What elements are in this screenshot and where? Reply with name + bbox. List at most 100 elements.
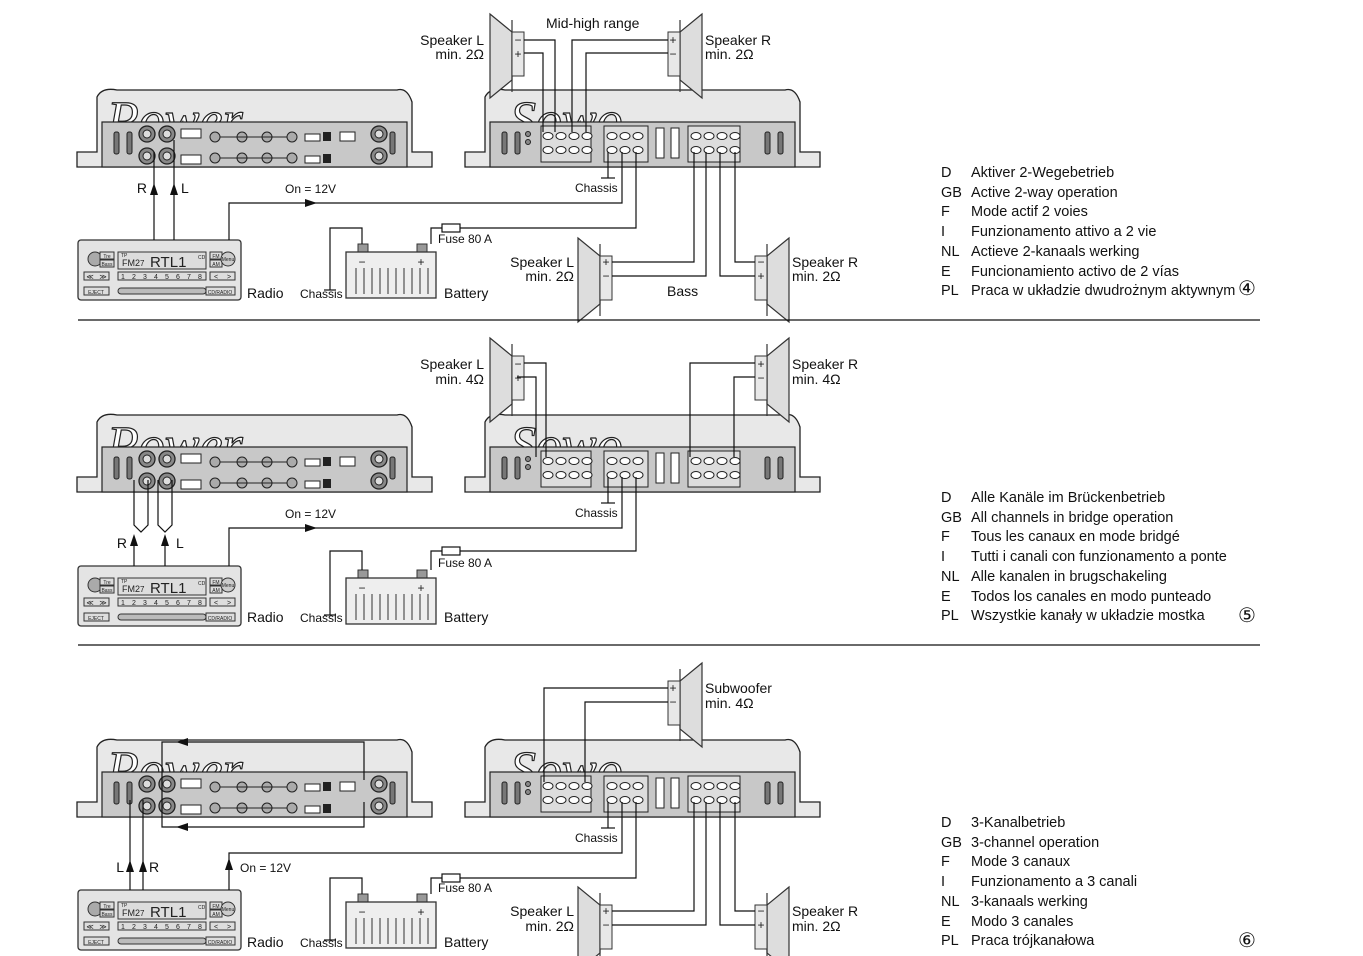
radio-preset-button: 2 xyxy=(132,924,136,931)
minus-terminal-icon: − xyxy=(757,255,764,269)
arrow-icon xyxy=(130,534,138,546)
radio-button-fm: FM xyxy=(212,580,219,586)
radio-preset-button: 8 xyxy=(198,274,202,281)
label-impedance: min. 2Ω xyxy=(435,46,484,62)
label-fuse: Fuse 80 A xyxy=(438,556,492,570)
radio-station: RTL1 xyxy=(150,254,186,271)
label-fuse: Fuse 80 A xyxy=(438,881,492,895)
lang-code: E xyxy=(941,913,951,930)
diagram-number-5: ⑤ xyxy=(1238,605,1256,627)
lang-code: NL xyxy=(941,893,960,910)
label-impedance: min. 2Ω xyxy=(792,918,841,934)
wires xyxy=(129,687,755,941)
diagram-number-6: ⑥ xyxy=(1238,930,1256,952)
lang-code: D xyxy=(941,490,952,506)
amplifier-output-side xyxy=(464,738,821,818)
minus-terminal-icon: − xyxy=(358,905,365,919)
label-speaker: Speaker R xyxy=(792,903,858,919)
label-chassis: Chassis xyxy=(575,181,618,195)
diagram-number-4: ④ xyxy=(1238,278,1256,300)
amplifier-input-side xyxy=(76,88,433,168)
label-speaker: Speaker L xyxy=(510,903,574,919)
arrow-icon xyxy=(305,199,317,207)
radio-button-eject: EJECT xyxy=(88,290,104,296)
label-input-r: R xyxy=(149,859,159,875)
radio-band: FM2 xyxy=(122,908,140,918)
radio-preset-button: 3 xyxy=(143,924,147,931)
legend-text: Funzionamento attivo a 2 vie xyxy=(971,224,1157,241)
radio-button-am: AM xyxy=(212,588,220,594)
radio-button-menu: Menu xyxy=(222,907,235,913)
radio-preset-button: 3 xyxy=(143,274,147,281)
plus-terminal-icon: + xyxy=(514,371,521,385)
legend-text: 3-kanaals werking xyxy=(971,893,1088,910)
minus-terminal-icon: − xyxy=(757,371,764,385)
radio-station: RTL1 xyxy=(150,904,186,921)
wires xyxy=(133,362,755,616)
label-chassis: Chassis xyxy=(300,611,343,625)
radio-button-bass: Bass xyxy=(101,588,113,594)
diagram-4: Mid-high range Speaker L min. 2Ω Speaker… xyxy=(76,13,858,323)
label-input-l: L xyxy=(181,180,189,196)
radio-button-menu: Menu xyxy=(222,257,235,263)
radio-button-next: > xyxy=(227,274,231,281)
label-speaker: Speaker L xyxy=(510,254,574,270)
legend-row: F Tous les canaux en mode bridgé xyxy=(941,528,1227,548)
radio-button-rewind: ≪ xyxy=(86,600,93,607)
legend-text: Todos los canales en modo punteado xyxy=(971,588,1212,605)
legend-text: 3-Kanalbetrieb xyxy=(971,815,1066,831)
radio-button-am: AM xyxy=(212,912,220,918)
radio-tp-indicator: TP xyxy=(121,903,128,909)
legend-text: Funzionamento a 3 canali xyxy=(971,874,1138,891)
plus-terminal-icon: + xyxy=(417,905,424,919)
lang-code: F xyxy=(941,529,950,546)
lang-code: I xyxy=(941,874,946,891)
radio-preset-button: 6 xyxy=(176,600,180,607)
radio-button-eject: EJECT xyxy=(88,940,104,946)
label-battery: Battery xyxy=(444,934,488,950)
label-remote: On = 12V xyxy=(285,507,336,521)
label-impedance: min. 2Ω xyxy=(525,918,574,934)
legend-text: Actieve 2-kanaals werking xyxy=(971,243,1140,260)
radio-preset-button: 8 xyxy=(198,924,202,931)
radio-preset-button: 7 xyxy=(187,274,191,281)
label-chassis: Chassis xyxy=(300,287,343,301)
radio-cd-indicator: CD xyxy=(198,255,206,261)
plus-terminal-icon: + xyxy=(757,918,764,932)
label-input-r: R xyxy=(137,180,147,196)
lang-code: GB xyxy=(941,509,962,526)
minus-terminal-icon: − xyxy=(757,904,764,918)
minus-terminal-icon: − xyxy=(602,918,609,932)
diagram-5: Speaker L min. 4Ω Speaker R min. 4Ω On =… xyxy=(76,337,858,627)
plus-terminal-icon: + xyxy=(669,33,676,47)
radio-button-cd-radio: CD/RADIO xyxy=(208,616,233,622)
legend-text: Tous les canaux en mode bridgé xyxy=(971,529,1180,546)
plus-terminal-icon: + xyxy=(757,269,764,283)
label-bass: Bass xyxy=(667,283,698,299)
arrow-icon xyxy=(176,823,188,831)
lang-code: PL xyxy=(941,283,959,300)
legend-row: I Funzionamento a 3 canali xyxy=(941,873,1137,893)
radio-preset: 7 xyxy=(140,585,145,594)
battery xyxy=(345,893,437,949)
radio-button-treble: Tre xyxy=(103,904,111,910)
radio-tp-indicator: TP xyxy=(121,579,128,585)
arrow-icon xyxy=(139,860,147,872)
label-impedance: min. 4Ω xyxy=(792,371,841,387)
label-input-l: L xyxy=(116,859,124,875)
plus-terminal-icon: + xyxy=(417,581,424,595)
radio-preset-button: 1 xyxy=(121,274,125,281)
radio-preset-button: 5 xyxy=(165,600,169,607)
